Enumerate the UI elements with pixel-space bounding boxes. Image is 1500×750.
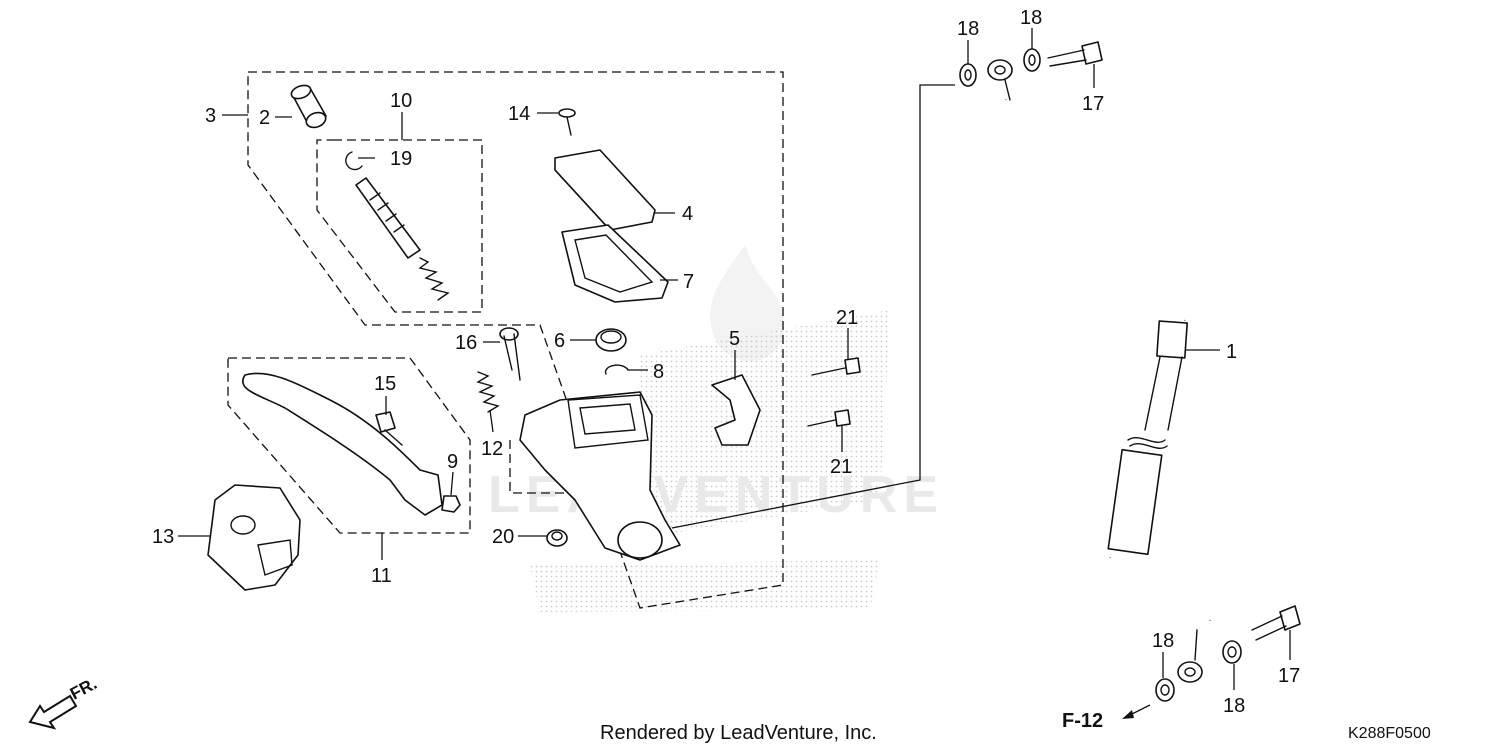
callout-15: 15 (374, 373, 396, 395)
callout-12: 12 (481, 438, 503, 460)
callout-1: 1 (1226, 341, 1237, 363)
background-dot-pattern (530, 310, 890, 612)
callout-20: 20 (492, 526, 514, 548)
part-18-washer-bottom-left (1155, 678, 1175, 702)
part-18-washer-top-right (1023, 48, 1041, 72)
callout-5: 5 (729, 328, 740, 350)
part-1-brake-hose (987, 59, 1212, 683)
callout-17-top: 17 (1082, 93, 1104, 115)
part-9-nut (441, 495, 461, 513)
part-21-bolt-lower (807, 409, 851, 427)
callout-18-bottom-left: 18 (1152, 630, 1174, 652)
watermark-flame-icon (710, 245, 785, 362)
callout-7: 7 (683, 271, 694, 293)
part-21-bolt-upper (811, 357, 861, 376)
callout-labels: 1 2 3 4 5 6 7 8 9 10 11 12 13 14 15 16 1… (152, 7, 1300, 717)
reference-arrow (1122, 704, 1151, 719)
part-16-pivot-bolt (499, 327, 521, 381)
leader-lines (178, 28, 1291, 690)
assembly-outline-3 (247, 71, 784, 609)
callout-6: 6 (554, 330, 565, 352)
callout-19: 19 (390, 148, 412, 170)
part-14-screw (558, 108, 576, 136)
front-direction-arrow-icon: FR. (28, 674, 100, 730)
part-17-bolt-top (1047, 41, 1103, 67)
callout-3: 3 (205, 105, 216, 127)
part-15-bolt (375, 411, 403, 446)
part-6-diaphragm-plate (595, 328, 627, 352)
sub-assembly-outline-11 (227, 357, 471, 534)
callout-13: 13 (152, 526, 174, 548)
callout-14: 14 (508, 103, 530, 125)
master-cylinder-body (519, 391, 681, 561)
callout-11: 11 (371, 565, 392, 587)
part-5-holder (711, 374, 761, 446)
part-11-lever (242, 372, 443, 516)
part-18-washer-bottom-right (1222, 640, 1242, 664)
callout-4: 4 (682, 203, 693, 225)
part-19-circlip (345, 151, 363, 171)
part-17-bolt-bottom (1251, 605, 1301, 641)
credit-text: Rendered by LeadVenture, Inc. (600, 722, 877, 744)
part-4-reservoir-cap (554, 149, 656, 231)
part-10-piston-set (355, 177, 450, 301)
callout-8: 8 (653, 361, 664, 383)
sub-assembly-outline-10 (316, 139, 483, 313)
callout-10: 10 (390, 90, 412, 112)
callout-9: 9 (447, 451, 458, 473)
diagram-code: K288F0500 (1348, 725, 1431, 742)
callout-17-bottom: 17 (1278, 665, 1300, 687)
part-20-boot (546, 529, 568, 547)
part-12-spring (476, 371, 500, 413)
callout-2: 2 (259, 107, 270, 129)
callout-18-top-left: 18 (957, 18, 979, 40)
part-18-washer-top-left (959, 63, 977, 87)
part-2-cap (290, 84, 327, 129)
callout-21-lower: 21 (830, 456, 852, 478)
callout-18-top-right: 18 (1020, 7, 1042, 29)
callout-16: 16 (455, 332, 477, 354)
callout-18-bottom-right: 18 (1223, 695, 1245, 717)
part-8-circlip (604, 364, 629, 375)
outline-master-cylinder-body (509, 440, 570, 494)
reference-label: F-12 (1062, 710, 1103, 732)
part-7-diaphragm (561, 224, 669, 303)
callout-21-upper: 21 (836, 307, 858, 329)
part-13-lever-cover (207, 484, 301, 591)
